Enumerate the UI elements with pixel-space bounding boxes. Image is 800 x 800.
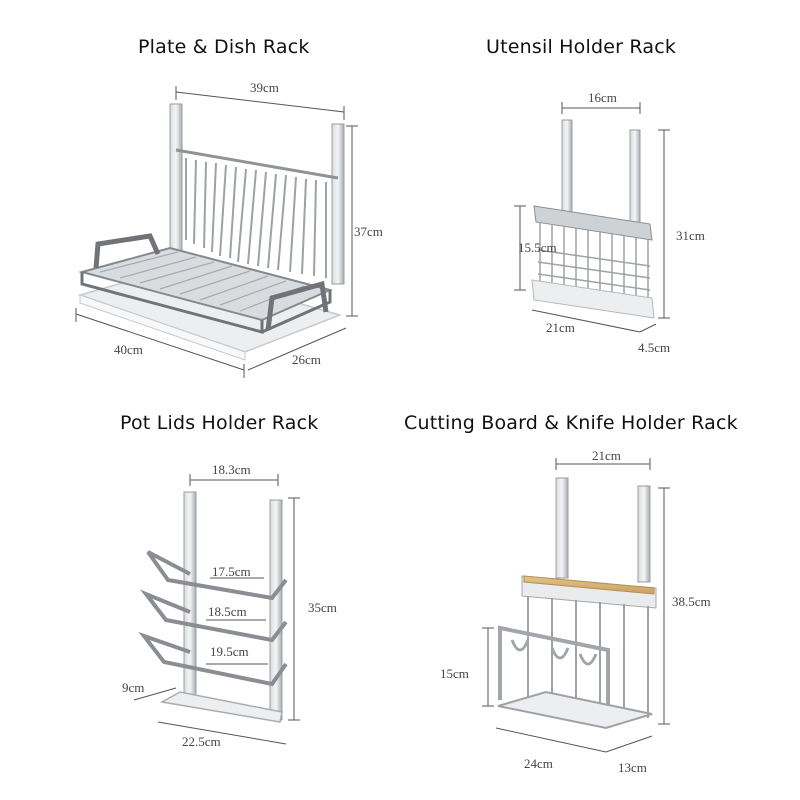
drip-tray-edge: [79, 294, 246, 361]
board-rack-dimension-lines: [482, 458, 670, 753]
board-rack-left-hook: [555, 477, 569, 579]
plate-dish-rack: 39cm 37cm 40cm 26cm: [75, 80, 383, 378]
board-rack-base: [497, 690, 653, 730]
utensil-depth-label: 4.5cm: [638, 340, 670, 355]
pot-lids-height-label: 35cm: [308, 600, 337, 615]
pot-lids-tray-depth-label: 9cm: [122, 680, 144, 695]
board-rack-top-width-label: 21cm: [592, 448, 621, 463]
cutting-board-rack-title: Cutting Board & Knife Holder Rack: [404, 412, 738, 434]
left-handle: [93, 233, 161, 269]
board-rack-right-hook: [637, 485, 651, 583]
plate-rack-dimension-lines: [75, 86, 358, 378]
utensil-base-tray: [531, 279, 655, 319]
board-rack-height-label: 38.5cm: [672, 594, 711, 609]
pot-lids-width-label: 18.3cm: [212, 462, 251, 477]
pot-lids-left-upright: [183, 491, 197, 703]
plate-rack-length-label: 40cm: [114, 342, 143, 357]
pot-lids-arm1-label: 17.5cm: [212, 564, 251, 579]
board-rack-depth-label: 13cm: [618, 760, 647, 775]
cutting-board-knife-rack: 21cm 38.5cm 15cm 24cm 13cm: [440, 448, 711, 775]
board-rack-width-label: 24cm: [524, 756, 553, 771]
utensil-left-hook: [561, 119, 573, 219]
utensil-basket-height-label: 15.5cm: [518, 240, 557, 255]
utensil-top-rim: [533, 205, 653, 241]
board-rack-board-height-label: 15cm: [440, 666, 469, 681]
plate-rack-depth-label: 26cm: [292, 352, 321, 367]
utensil-height-label: 31cm: [676, 228, 705, 243]
pot-lids-holder-rack: 18.3cm 35cm 17.5cm 18.5cm 19.5cm 9cm 22.…: [122, 462, 337, 749]
utensil-top-width-label: 16cm: [588, 90, 617, 105]
board-rack-hooks: [510, 639, 598, 666]
pot-lids-tray: [159, 691, 283, 723]
pot-lid-arms: [138, 550, 288, 687]
utensil-basket-wires: [537, 222, 651, 300]
utensil-rack-title: Utensil Holder Rack: [486, 36, 677, 58]
right-handle: [265, 280, 329, 331]
board-rack-wires: [527, 596, 649, 718]
utensil-right-hook: [629, 129, 641, 225]
pot-lids-dimension-lines: [133, 474, 300, 745]
utensil-holder-rack: 16cm 15.5cm 31cm 21cm 4.5cm: [514, 90, 705, 355]
utensil-width-label: 21cm: [546, 320, 575, 335]
left-upright: [169, 103, 183, 255]
plate-rack-height-label: 37cm: [354, 224, 383, 239]
pot-lids-tray-width-label: 22.5cm: [182, 734, 221, 749]
pot-lids-rack-title: Pot Lids Holder Rack: [120, 412, 319, 434]
pot-lids-arm2-label: 18.5cm: [208, 604, 247, 619]
plate-rack-title: Plate & Dish Rack: [138, 36, 310, 58]
plate-rack-width-label: 39cm: [250, 80, 279, 95]
cutting-board-frame: [498, 625, 610, 722]
utensil-dimension-lines: [514, 102, 670, 333]
right-upright: [331, 123, 345, 285]
pot-lids-arm3-label: 19.5cm: [210, 644, 249, 659]
pot-lids-right-upright: [269, 499, 283, 721]
plate-wires: [185, 158, 327, 278]
knife-block-wood-top: [523, 575, 655, 595]
